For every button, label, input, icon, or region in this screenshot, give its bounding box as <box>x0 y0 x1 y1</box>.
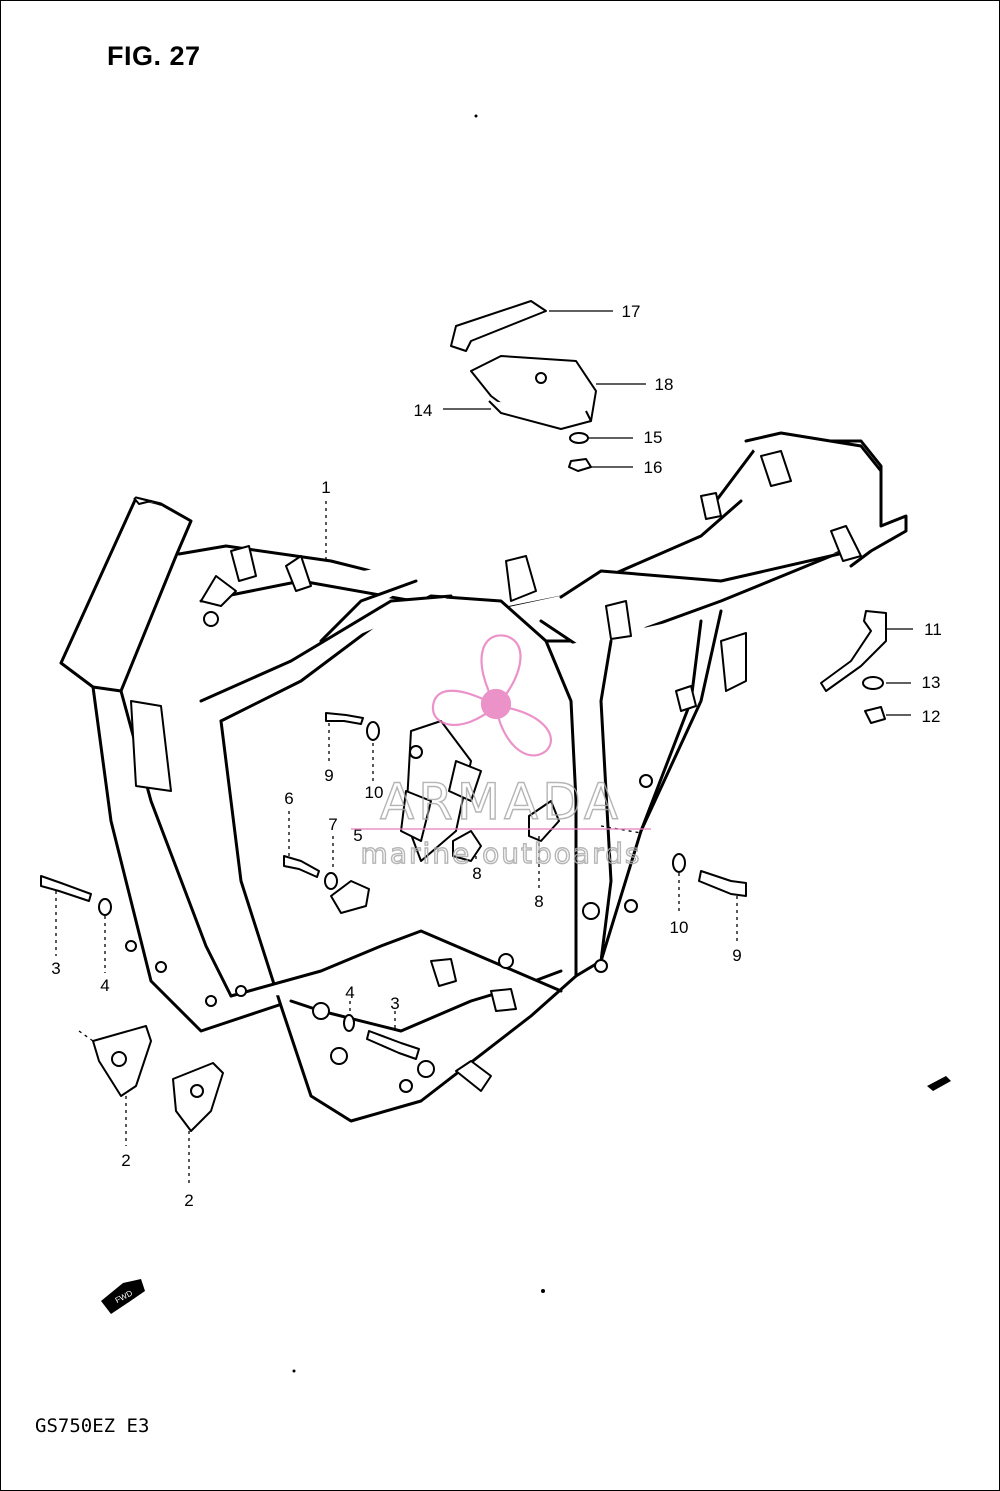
callout-10a: 10 <box>365 783 384 802</box>
watermark-tagline: marine outboards <box>361 837 642 870</box>
callout-16: 16 <box>644 458 663 477</box>
part-10-washer-right <box>672 853 686 873</box>
part-6-bolt <box>283 855 320 878</box>
steering-head <box>59 496 193 693</box>
callout-6: 6 <box>284 789 293 808</box>
callout-3b: 3 <box>390 994 399 1013</box>
callout-18: 18 <box>655 375 674 394</box>
propeller-logo-icon <box>431 634 552 757</box>
part-11-bracket <box>820 610 887 692</box>
part-4-washer-left <box>98 898 112 916</box>
callout-17: 17 <box>622 302 641 321</box>
part-16-nut <box>568 458 592 472</box>
callout-8a: 8 <box>472 864 481 883</box>
part-4-washer-lower <box>343 1014 355 1032</box>
callout-labels: 1 2 2 3 3 4 4 5 6 7 8 8 9 9 10 10 11 12 … <box>51 302 942 1210</box>
part-9-bolt-right <box>698 870 747 897</box>
part-12-bolt <box>864 706 886 724</box>
callout-5: 5 <box>353 826 362 845</box>
callout-12: 12 <box>922 707 941 726</box>
part-9-bolt-upper <box>325 712 364 725</box>
part-8-plate-left <box>452 830 482 862</box>
part-7-washer <box>324 872 338 890</box>
part-8-plate-right <box>528 800 560 842</box>
callout-13: 13 <box>922 673 941 692</box>
frame-assembly <box>59 431 908 1123</box>
part-13-washer <box>862 676 884 690</box>
callout-14: 14 <box>414 401 433 420</box>
part-15-washer <box>569 432 589 444</box>
stray-mark <box>927 1076 951 1091</box>
watermark: ARMADA marine outboards <box>351 634 651 871</box>
part-10-washer-upper <box>366 721 380 741</box>
part-3-bolt-left <box>40 875 92 902</box>
callout-2a: 2 <box>121 1151 130 1170</box>
callout-15: 15 <box>644 428 663 447</box>
figure-title: FIG. 27 <box>107 41 201 71</box>
callout-10b: 10 <box>670 918 689 937</box>
model-code: GS750EZ E3 <box>35 1415 150 1437</box>
callout-11: 11 <box>924 620 942 639</box>
part-17-strap <box>450 300 547 352</box>
callout-3a: 3 <box>51 959 60 978</box>
callout-4a: 4 <box>100 976 109 995</box>
fwd-arrow-icon: FWD <box>101 1279 145 1314</box>
part-3-bolt-lower <box>366 1030 420 1060</box>
part-14-tray <box>488 400 592 430</box>
callout-1: 1 <box>321 478 330 497</box>
callout-8b: 8 <box>534 892 543 911</box>
watermark-brand: ARMADA <box>380 773 622 831</box>
callout-7: 7 <box>328 815 337 834</box>
callout-4b: 4 <box>345 983 354 1002</box>
callout-9a: 9 <box>324 766 333 785</box>
callout-2b: 2 <box>184 1191 193 1210</box>
part-5-plate <box>330 880 370 914</box>
callout-9b: 9 <box>732 946 741 965</box>
